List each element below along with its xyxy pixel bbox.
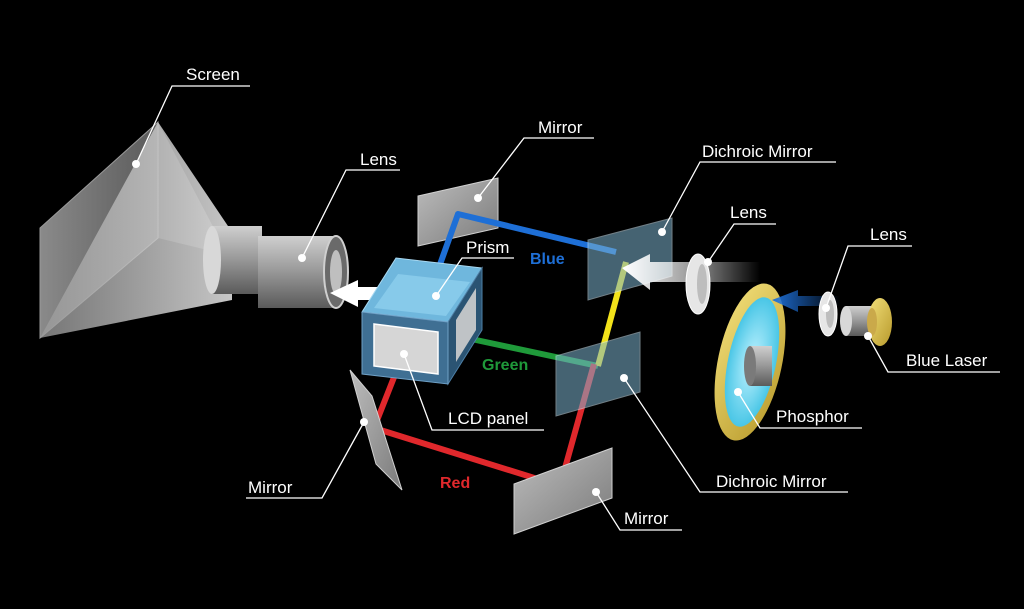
- red-beam: [371, 350, 597, 489]
- label-beam-blue: Blue: [530, 251, 565, 268]
- dichroic-mirror-bottom: [555, 331, 641, 417]
- label-phosphor: Phosphor: [776, 407, 849, 426]
- label-blue-laser: Blue Laser: [906, 351, 988, 370]
- label-lens-right: Lens: [870, 225, 907, 244]
- prism-cube: [361, 257, 483, 386]
- output-light-arrow: [330, 280, 402, 307]
- label-mirror-bottom: Mirror: [624, 509, 669, 528]
- label-mirror-top: Mirror: [538, 118, 583, 137]
- label-mirror-left: Mirror: [248, 478, 293, 497]
- label-dichroic-top: Dichroic Mirror: [702, 142, 813, 161]
- lens-right: [818, 291, 838, 337]
- label-lcd-panel: LCD panel: [448, 409, 528, 428]
- label-lens-middle: Lens: [730, 203, 767, 222]
- label-prism: Prism: [466, 238, 509, 257]
- label-beam-red: Red: [440, 475, 470, 492]
- label-dichroic-bottom: Dichroic Mirror: [716, 472, 827, 491]
- mirror-bottom: [513, 447, 613, 535]
- phosphor-wheel: [714, 283, 786, 441]
- label-screen: Screen: [186, 65, 240, 84]
- leader-lines: [132, 85, 1000, 531]
- blue-laser-arrow: [772, 290, 840, 312]
- blue-beam: [435, 211, 617, 272]
- label-lens-main: Lens: [360, 150, 397, 169]
- light-cone: [40, 122, 232, 338]
- blue-laser: [840, 298, 892, 346]
- mirror-left: [349, 369, 403, 491]
- lens-middle: [685, 253, 711, 315]
- label-beam-green: Green: [482, 357, 528, 374]
